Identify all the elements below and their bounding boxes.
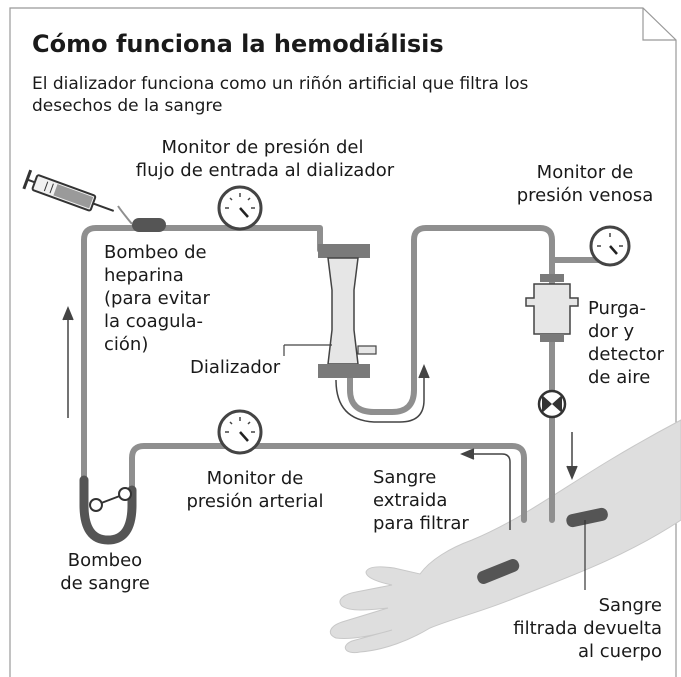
dialyzer-icon bbox=[283, 244, 377, 378]
heparin-label-3: (para evitar bbox=[104, 288, 210, 309]
page-title: Cómo funciona la hemodiálisis bbox=[32, 30, 444, 58]
subtitle-line-2: desechos de la sangre bbox=[32, 96, 223, 116]
extracted-blood-label-2: extraida bbox=[373, 490, 448, 511]
folded-corner bbox=[642, 8, 676, 41]
valve-icon bbox=[537, 389, 567, 419]
blood-pump-tube bbox=[79, 475, 137, 545]
dialyzer-label: Dializador bbox=[190, 357, 281, 378]
air-detector-label-1: Purga- bbox=[588, 298, 646, 319]
tube-inflow bbox=[81, 225, 323, 483]
air-detector-icon bbox=[525, 274, 579, 342]
heparin-pump bbox=[132, 218, 166, 232]
venous-monitor-label-1: Monitor de bbox=[536, 162, 634, 183]
extracted-blood-label-1: Sangre bbox=[373, 467, 437, 488]
venous-monitor-label-2: presión venosa bbox=[516, 185, 654, 206]
pressure-gauge-icon bbox=[589, 225, 631, 267]
arterial-monitor-label-2: presión arterial bbox=[186, 491, 324, 512]
tube-venous bbox=[347, 225, 555, 523]
flow-arrow-icon bbox=[460, 448, 511, 530]
flow-arrow-icon bbox=[566, 432, 578, 480]
syringe-icon bbox=[22, 169, 115, 212]
blood-pump-label-1: Bombeo bbox=[67, 550, 143, 571]
inflow-monitor-label-1: Monitor de presión del bbox=[161, 137, 364, 158]
heparin-line bbox=[117, 205, 133, 225]
heparin-label-1: Bombeo de bbox=[104, 242, 207, 263]
subtitle-line-1: El dializador funciona como un riñón art… bbox=[32, 74, 529, 94]
heparin-label-4: la coagula- bbox=[104, 311, 204, 332]
extraction-needle bbox=[477, 559, 520, 584]
pump-rotor-icon bbox=[89, 487, 132, 512]
air-detector-label-3: detector bbox=[588, 344, 664, 365]
air-detector-label-4: de aire bbox=[588, 367, 651, 388]
inflow-monitor-label-2: flujo de entrada al dializador bbox=[135, 160, 395, 181]
arterial-monitor-label-1: Monitor de bbox=[206, 468, 304, 489]
blood-pump-label-2: de sangre bbox=[60, 573, 150, 594]
flow-arrow-icon bbox=[335, 364, 430, 423]
heparin-label-2: heparina bbox=[104, 265, 184, 286]
returned-blood-label-2: filtrada devuelta bbox=[513, 618, 662, 639]
return-needle bbox=[566, 507, 608, 528]
extracted-blood-label-3: para filtrar bbox=[373, 513, 469, 534]
pressure-gauge-icon bbox=[217, 185, 263, 231]
tubing bbox=[81, 225, 603, 523]
heparin-label-5: ción) bbox=[104, 334, 149, 355]
air-detector-label-2: dor y bbox=[588, 321, 635, 342]
tube-arterial bbox=[129, 443, 527, 523]
returned-blood-label-1: Sangre bbox=[598, 595, 662, 616]
pressure-gauge-icon bbox=[217, 409, 263, 455]
arm-icon bbox=[329, 419, 681, 654]
returned-blood-label-3: al cuerpo bbox=[578, 641, 662, 662]
flow-arrow-icon bbox=[62, 306, 74, 418]
